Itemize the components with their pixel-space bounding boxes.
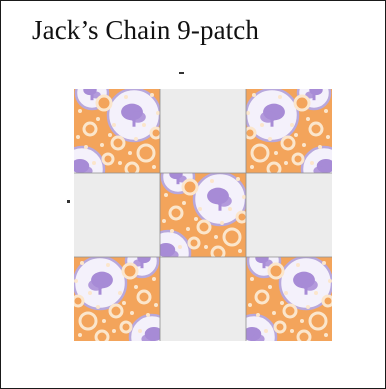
artifact-mark-left bbox=[67, 200, 70, 203]
quilt-solid-square bbox=[74, 173, 160, 257]
quilt-solid-square bbox=[160, 89, 246, 173]
quilt-solid-square bbox=[160, 257, 246, 341]
card-title: Jack’s Chain 9-patch bbox=[32, 15, 259, 46]
quilt-block-image bbox=[74, 89, 332, 341]
quilt-solid-square bbox=[246, 173, 332, 257]
quilt-block-svg bbox=[74, 89, 332, 341]
quilt-print-square bbox=[232, 245, 332, 341]
quilt-print-square bbox=[74, 245, 174, 341]
artifact-mark-top bbox=[179, 72, 184, 74]
